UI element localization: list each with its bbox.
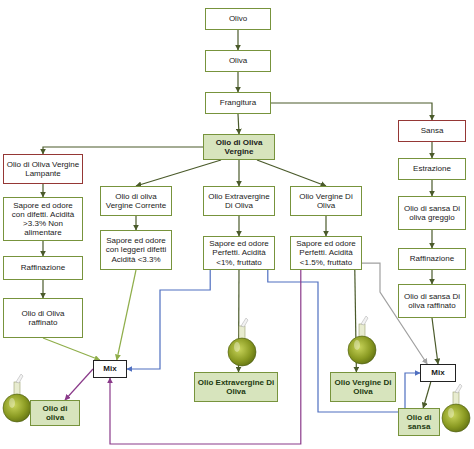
flow-arrow	[432, 318, 438, 364]
flow-arrow	[42, 280, 43, 298]
node-text: Olio Extravergine Di Oliva	[197, 378, 275, 396]
mix-box: Mix	[420, 364, 456, 382]
final-product-box: Olio di sansa	[398, 408, 440, 436]
node-text: Olio di Oliva raffinato	[6, 309, 80, 327]
node-text: Olio di oliva Vergine Corrente	[103, 192, 169, 210]
flow-arrow	[431, 270, 432, 284]
oil-bottle	[3, 374, 31, 422]
node-text: Olivo	[229, 14, 247, 23]
node-text: Olio di Oliva Vergine Lampante	[6, 160, 80, 178]
property-box: Sapore ed odore Perfetti. Acidità <1%, f…	[203, 236, 275, 270]
flow-arrow	[238, 114, 239, 134]
final-product-box: Olio di oliva	[30, 400, 80, 426]
flow-arrow	[238, 160, 239, 186]
process-box: Estrazione	[398, 158, 466, 180]
node-text: Sapore ed odore con leggeri difetti Acid…	[103, 236, 169, 264]
flow-arrow	[136, 160, 221, 186]
oil-bottle	[442, 384, 470, 432]
node-text: Olio di sansa Di oliva raffinato	[401, 292, 463, 310]
final-product-box: Olio Extravergine Di Oliva	[194, 372, 278, 402]
product-box: Olio Extravergine Di Oliva	[203, 186, 275, 216]
process-box: Olivo	[205, 8, 271, 30]
process-box: Raffinazione	[398, 248, 466, 270]
node-text: Mix	[103, 364, 116, 373]
node-text: Sapore ed odore Perfetti. Acidità <1%, f…	[206, 239, 272, 267]
final-product-box: Olio Vergine Di Oliva	[330, 372, 396, 402]
node-text: Mix	[431, 368, 444, 377]
node-text: Oliva	[229, 56, 247, 65]
flow-arrow	[43, 147, 203, 154]
flow-arrow	[237, 72, 238, 92]
flow-arrow	[65, 369, 93, 400]
mix-box: Mix	[93, 360, 127, 378]
process-box: Raffinazione	[3, 256, 83, 280]
node-text: Olio di sansa	[401, 413, 437, 431]
flow-arrow	[237, 30, 238, 50]
process-box: Frangitura	[205, 92, 271, 114]
node-text: Olio Extravergine Di Oliva	[206, 192, 272, 210]
node-text: Raffinazione	[21, 263, 65, 272]
flow-arrow	[431, 142, 432, 158]
node-text: Olio di Oliva Vergine	[206, 138, 272, 156]
product-box: Olio Vergine Di Oliva	[290, 186, 362, 216]
property-box: Sapore ed odore con difetti. Acidità >3.…	[3, 197, 83, 241]
node-text: Olio di sansa Di oliva greggio	[401, 204, 463, 222]
product-box: Olio di sansa Di oliva greggio	[398, 196, 466, 230]
flow-arrow	[110, 270, 301, 444]
byproduct-box: Sansa	[398, 120, 466, 142]
flow-arrow	[238, 216, 239, 236]
node-text: Sapore ed odore Perfetti. Acidità <1.5%,…	[293, 239, 359, 267]
flow-arrow	[135, 216, 136, 230]
flow-arrow	[42, 241, 43, 256]
process-box: Oliva	[205, 50, 271, 72]
product-box: Olio di oliva Vergine Corrente	[100, 186, 172, 216]
node-text: Olio Vergine Di Oliva	[333, 378, 393, 396]
flow-arrow	[257, 160, 326, 186]
flow-arrow	[43, 338, 100, 360]
property-box: Sapore ed odore Perfetti. Acidità <1.5%,…	[290, 236, 362, 270]
flow-arrow	[117, 270, 136, 360]
flow-arrow	[423, 382, 431, 408]
flow-arrow	[431, 230, 432, 248]
flow-arrow	[325, 216, 326, 236]
product-box: Olio di sansa Di oliva raffinato	[398, 284, 466, 318]
flow-arrow	[127, 270, 210, 369]
node-text: Sapore ed odore con difetti. Acidità >3.…	[6, 201, 80, 238]
node-text: Raffinazione	[410, 254, 454, 263]
product-box: Olio di Oliva Vergine Lampante	[3, 154, 83, 184]
product-box: Olio di Oliva Vergine	[203, 134, 275, 160]
node-text: Frangitura	[220, 98, 256, 107]
node-text: Olio di oliva	[33, 404, 77, 422]
node-text: Estrazione	[413, 164, 451, 173]
flow-arrow	[271, 103, 432, 120]
property-box: Sapore ed odore con leggeri difetti Acid…	[100, 230, 172, 270]
oil-bottle	[348, 316, 376, 364]
node-text: Olio Vergine Di Oliva	[293, 192, 359, 210]
flow-arrow	[431, 180, 432, 196]
node-text: Sansa	[421, 126, 444, 135]
product-box: Olio di Oliva raffinato	[3, 298, 83, 338]
flow-arrow	[42, 184, 43, 197]
oil-bottle	[228, 318, 256, 366]
